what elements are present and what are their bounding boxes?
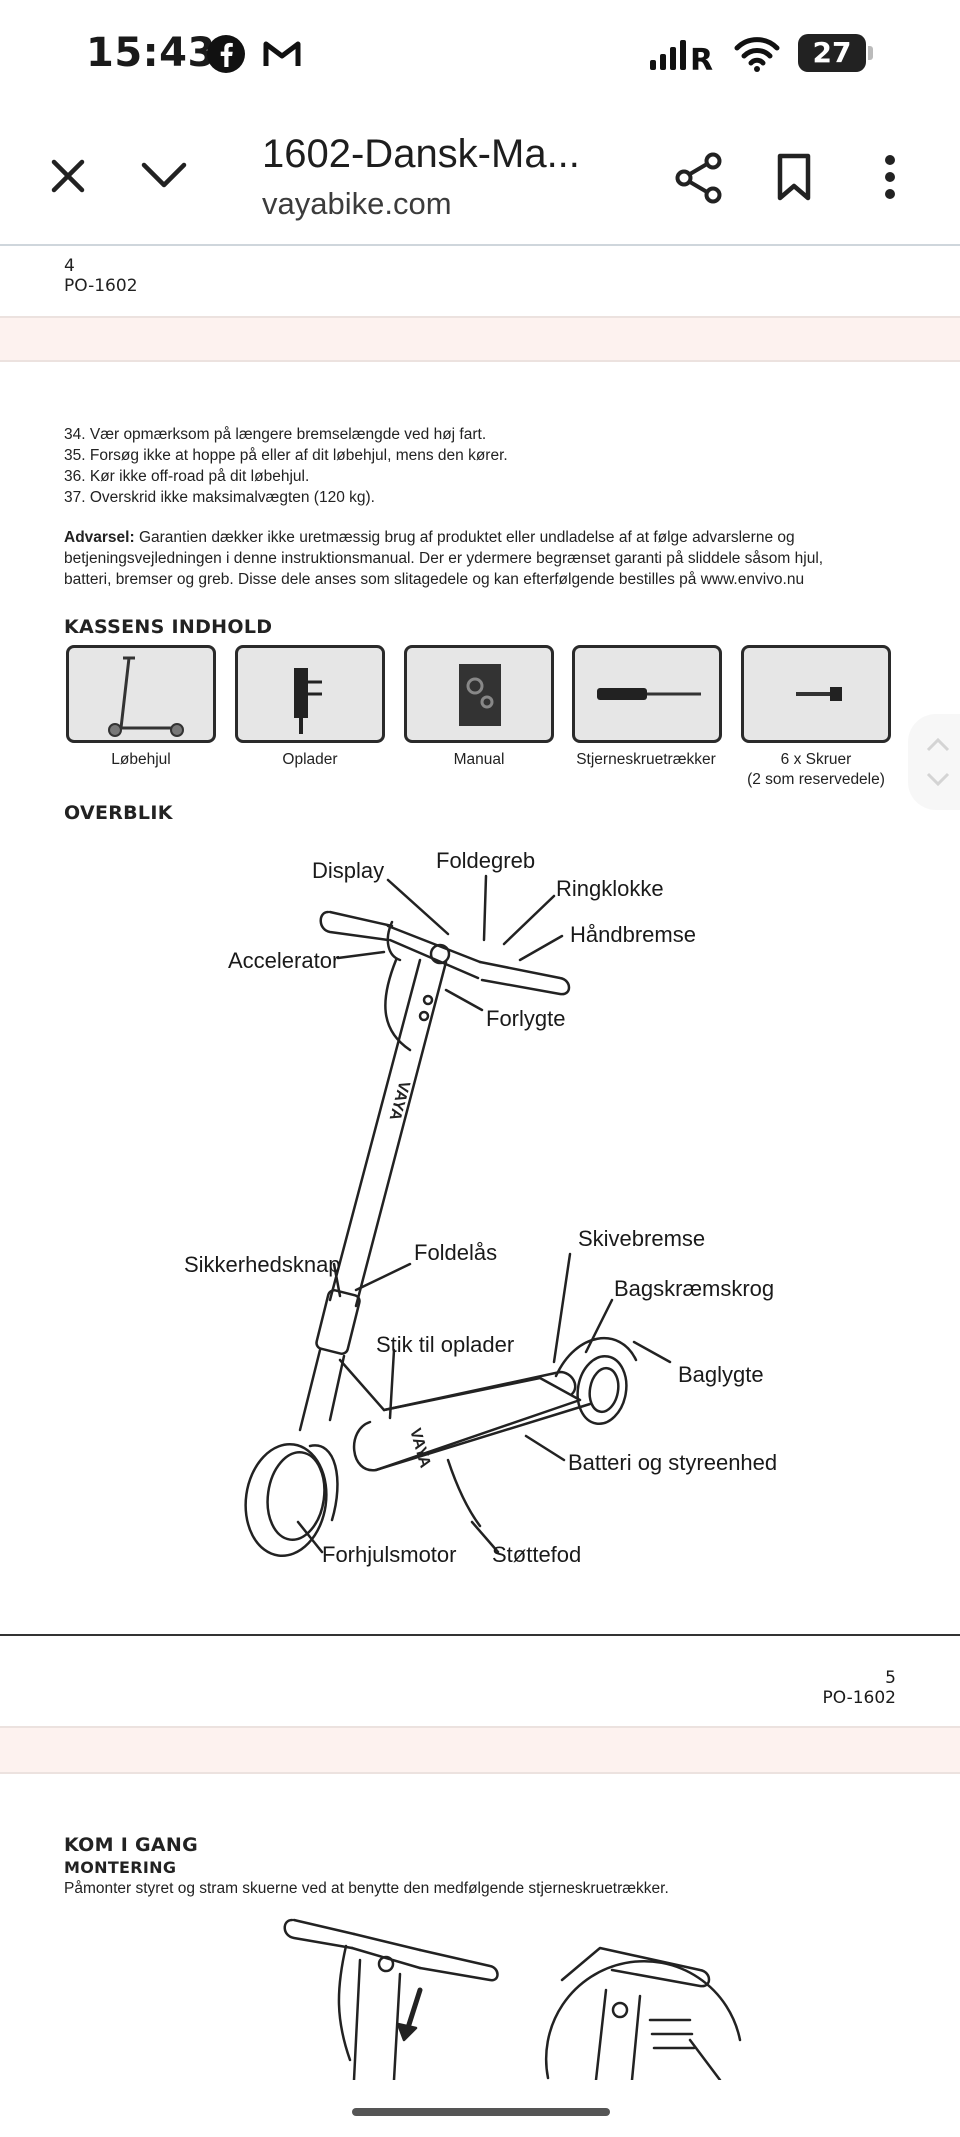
manual-icon <box>459 664 501 726</box>
section-heading-contents: KASSENS INDHOLD <box>64 616 273 638</box>
label-foldelas: Foldelås <box>414 1240 498 1265</box>
status-bar: 15:43 R 27 <box>0 0 960 110</box>
box-item-screws <box>741 645 891 743</box>
section-heading-getstarted: KOM I GANG <box>64 1834 199 1856</box>
montering-illustration <box>283 1918 742 2080</box>
page-url: vayabike.com <box>262 186 452 221</box>
label-baglygte: Baglygte <box>678 1362 764 1387</box>
chevron-down-icon[interactable] <box>140 160 188 190</box>
scroll-handle[interactable] <box>906 714 960 810</box>
box-label: Stjerneskruetrækker <box>576 751 716 768</box>
advarsel-line: Garantien dækker ikke uretmæssig brug af… <box>134 529 795 546</box>
label-stottefod: Støttefod <box>492 1542 582 1567</box>
warning-item: 34. Vær opmærksom på længere bremselængd… <box>64 426 487 443</box>
share-icon[interactable] <box>674 152 724 204</box>
label-skivebremse: Skivebremse <box>578 1226 706 1251</box>
status-time: 15:43 <box>86 30 216 76</box>
scooter-overview-diagram: VAYA VAYA <box>244 874 672 1557</box>
section-subheading-montering: MONTERING <box>64 1858 177 1877</box>
page-title: 1602-Dansk-Ma... <box>262 132 580 176</box>
box-item-screwdriver <box>572 645 722 743</box>
label-handbremse: Håndbremse <box>570 922 696 947</box>
label-forhjulsmotor: Forhjulsmotor <box>322 1542 457 1567</box>
wifi-icon <box>734 37 780 72</box>
battery-indicator: 27 <box>798 34 866 72</box>
label-forlygte: Forlygte <box>486 1006 566 1031</box>
advarsel-line: betjeningsvejledningen i denne instrukti… <box>64 550 824 567</box>
brand-logo-stem: VAYA <box>386 1079 413 1123</box>
warning-item: 35. Forsøg ikke at hoppe på eller af dit… <box>64 447 508 464</box>
page-number-4: 4 PO-1602 <box>64 256 138 296</box>
page-separator <box>0 316 960 362</box>
advarsel-label: Advarsel: <box>64 529 135 546</box>
signal-icon: R <box>650 40 713 72</box>
box-item-charger <box>235 645 385 743</box>
box-item-scooter <box>66 645 216 743</box>
page-number: 5 <box>885 1668 896 1688</box>
warning-item: 37. Overskrid ikke maksimalvægten (120 k… <box>64 489 375 506</box>
screwdriver-icon <box>597 688 701 700</box>
screw-icon <box>796 687 842 701</box>
label-sikkerhedsknap: Sikkerhedsknap <box>184 1252 341 1277</box>
close-icon[interactable] <box>48 156 88 196</box>
page-separator <box>0 1726 960 1774</box>
page-model: PO-1602 <box>822 1688 896 1708</box>
brand-logo-deck: VAYA <box>406 1426 434 1470</box>
page-number-5: 5 PO-1602 <box>822 1668 896 1708</box>
label-batteri: Batteri og styreenhed <box>568 1450 778 1475</box>
more-options-icon[interactable] <box>880 152 900 202</box>
box-label: Manual <box>453 751 505 768</box>
label-bagskraemskrog: Bagskræmskrog <box>614 1276 775 1301</box>
section-heading-overview: OVERBLIK <box>64 802 173 824</box>
box-label-line: 6 x Skruer <box>780 751 852 768</box>
page-divider <box>0 1634 960 1636</box>
box-item-manual <box>404 645 554 743</box>
label-accelerator: Accelerator <box>228 948 340 973</box>
page-model: PO-1602 <box>64 276 138 296</box>
warning-list: 34. Vær opmærksom på længere bremselængd… <box>64 424 508 508</box>
facebook-icon <box>207 35 245 73</box>
label-display: Display <box>312 858 385 883</box>
box-label-line: (2 som reservedele) <box>747 771 885 788</box>
label-ringklokke: Ringklokke <box>556 876 664 901</box>
charger-icon <box>294 668 322 734</box>
advarsel-paragraph: Advarsel: Garantien dækker ikke uretmæss… <box>64 527 823 590</box>
box-label: 6 x Skruer (2 som reservedele) <box>732 750 900 790</box>
browser-toolbar: 1602-Dansk-Ma... vayabike.com <box>0 110 960 246</box>
bookmark-icon[interactable] <box>776 152 812 202</box>
advarsel-line: batteri, bremser og greb. Disse dele ans… <box>64 571 805 588</box>
scooter-icon <box>108 656 184 737</box>
gmail-icon <box>263 41 301 66</box>
svg-text:R: R <box>690 43 713 72</box>
gesture-navigation-bar[interactable] <box>352 2108 610 2116</box>
box-label: Oplader <box>282 751 338 768</box>
warning-item: 36. Kør ikke off-road på dit løbehjul. <box>64 468 310 485</box>
label-foldegreb: Foldegreb <box>436 848 536 873</box>
battery-cap <box>868 46 873 60</box>
page-number: 4 <box>64 256 75 276</box>
box-label: Løbehjul <box>111 751 171 768</box>
montering-text: Påmonter styret og stram skuerne ved at … <box>64 1880 669 1897</box>
label-stik-til-oplader: Stik til oplader <box>376 1332 515 1357</box>
